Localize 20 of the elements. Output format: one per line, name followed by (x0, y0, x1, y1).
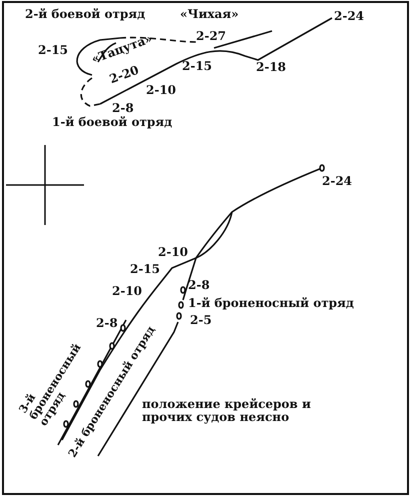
ship-name: «Чихая» (180, 8, 239, 21)
time-label: 2-24 (322, 175, 352, 188)
time-label: 2-10 (146, 84, 176, 97)
time-label: 2-8 (112, 102, 134, 115)
time-label: 2-5 (190, 314, 212, 327)
time-label: 2-18 (256, 61, 286, 74)
time-label: 2-15 (182, 60, 212, 73)
time-label: 2-27 (196, 30, 226, 43)
time-label: 2-10 (112, 285, 142, 298)
unit-label: 1-й боевой отряд (52, 116, 172, 129)
time-label: 2-15 (38, 44, 68, 57)
time-label: 2-8 (188, 279, 210, 292)
unit-label: 1-й броненосный отряд (188, 297, 354, 310)
unit-label: 2-й боевой отряд (25, 8, 146, 21)
time-label: 2-10 (158, 246, 188, 259)
time-label: 2-24 (334, 10, 364, 23)
note-text: положение крейсеров и прочих судов неясно (142, 398, 312, 424)
time-label: 2-15 (130, 263, 160, 276)
time-label: 2-20 (108, 64, 141, 86)
time-label: 2-8 (96, 317, 118, 330)
